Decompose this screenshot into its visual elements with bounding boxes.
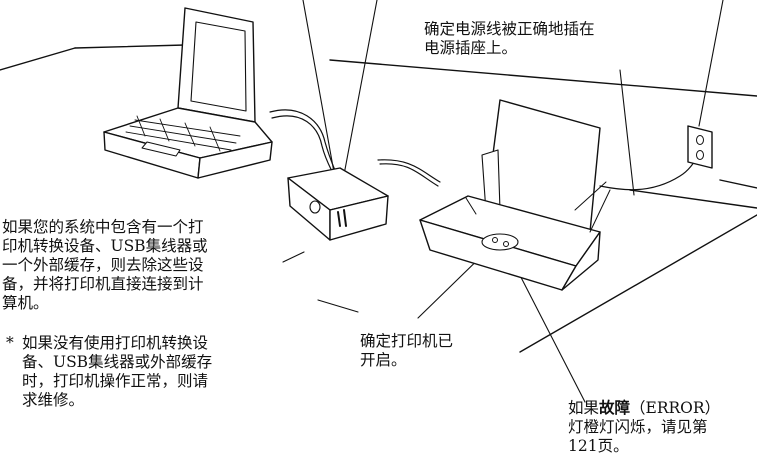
- note-text: 如果没有使用打印机转换设 备、USB集线器或外部缓存 时，打印机操作正常，则请 …: [22, 334, 213, 409]
- wall-outlet: [687, 125, 713, 169]
- error-label: 故障: [599, 398, 631, 417]
- desk-lines: [0, 44, 757, 353]
- error-post: （ERROR） 灯橙灯闪烁，请见第 121页。: [568, 399, 721, 455]
- laptop-computer: [103, 7, 273, 179]
- note-asterisk: *: [6, 334, 14, 352]
- error-light-callout: 如果故障（ERROR） 灯橙灯闪烁，请见第 121页。: [568, 398, 757, 456]
- switch-device-note: * 如果没有使用打印机转换设 备、USB集线器或外部缓存 时，打印机操作正常，则…: [6, 334, 296, 410]
- switch-device-callout: 如果您的系统中包含有一个打 印机转换设备、USB集线器或 一个外部缓存，则去除这…: [2, 218, 208, 312]
- printer-on-callout: 确定打印机已 开启。: [360, 332, 454, 369]
- power-cord-callout: 确定电源线被正确地插在 电源插座上。: [424, 20, 595, 57]
- printer-switch-box: [287, 167, 389, 241]
- error-pre: 如果: [568, 399, 600, 417]
- inkjet-printer: [419, 99, 611, 291]
